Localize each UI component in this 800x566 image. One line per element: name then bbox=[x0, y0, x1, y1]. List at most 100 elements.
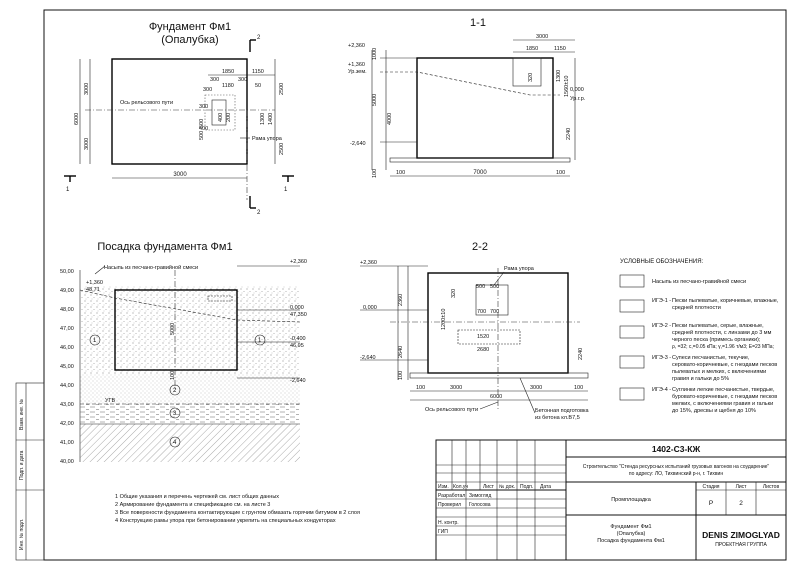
dim: 500 bbox=[476, 284, 485, 290]
legend-code: ИГЭ-3 - bbox=[652, 355, 671, 361]
legend-text: буровато-коричневые, с гнездами песков bbox=[672, 394, 777, 400]
dim: 2500 bbox=[279, 83, 285, 95]
stamp-code: 1402-С3-КЖ bbox=[652, 444, 701, 454]
dim: 100 bbox=[396, 170, 405, 176]
note: 1 Общие указания и перечень чертежей см.… bbox=[115, 493, 279, 500]
level: 48,71 bbox=[86, 287, 100, 293]
stamp-role: Разработал bbox=[438, 493, 465, 499]
dim: 100 bbox=[372, 169, 378, 178]
sidebar-label: Взам. инв. № bbox=[19, 399, 25, 430]
dim: 100 bbox=[556, 170, 565, 176]
stamp-role: Н. контр. bbox=[438, 520, 459, 526]
posadka-view: Посадка фундамента Фм1 50,00 49,00 48,00… bbox=[60, 241, 307, 465]
legend-text: Насыпь из песчано-гравийной смеси bbox=[652, 278, 746, 285]
level: -2,640 bbox=[360, 355, 376, 361]
dim: 1850 bbox=[526, 46, 538, 52]
stamp-stage: Р bbox=[709, 500, 713, 507]
legend-code: ИГЭ-4 - bbox=[652, 387, 671, 393]
legend-text: Пески пылеватые, коричневые, влажные, bbox=[672, 298, 779, 304]
dim: 300 bbox=[238, 77, 247, 83]
dim: 320 bbox=[528, 73, 534, 82]
title-block: Изм. Кол.уч Лист № док. Подп. Дата Разра… bbox=[435, 439, 787, 561]
legend-text: средней плотности bbox=[672, 304, 721, 311]
posadka-title: Посадка фундамента Фм1 bbox=[97, 241, 232, 253]
dim: 2240 bbox=[566, 128, 572, 140]
legend-text: гравия и гальки до 5% bbox=[672, 376, 729, 382]
scale-tick: 48,00 bbox=[60, 307, 74, 313]
legend-text: до 15%, дресвы и щебня до 10% bbox=[672, 408, 756, 414]
rama-label: Рама упора bbox=[252, 136, 283, 142]
dim: 400 bbox=[218, 113, 224, 122]
sheet-frame bbox=[43, 9, 787, 561]
level: -2,640 bbox=[350, 141, 366, 147]
sidebar-label: Инв. № подл. bbox=[19, 519, 25, 550]
prep-label: Бетонная подготовка bbox=[535, 408, 590, 414]
stamp-drawing-title: (Опалубка) bbox=[617, 531, 646, 537]
foundation-posadka bbox=[114, 289, 238, 371]
dim: 100 bbox=[416, 385, 425, 391]
stamp-header: Лист bbox=[483, 484, 495, 490]
section-mark: 2 bbox=[257, 210, 261, 216]
dim: 3000 bbox=[84, 138, 90, 150]
rama-label: Рама упора bbox=[504, 266, 535, 272]
dim: 5000 bbox=[372, 94, 378, 106]
legend-swatch bbox=[619, 355, 645, 369]
level: Ур.зем. bbox=[348, 69, 367, 75]
dim: 3000 bbox=[173, 172, 187, 178]
dim: 100 bbox=[574, 385, 583, 391]
dim: 1300 bbox=[260, 113, 266, 125]
legend-swatch bbox=[619, 299, 645, 313]
dim: 2360 bbox=[398, 294, 404, 306]
dim: 1180 bbox=[222, 83, 234, 89]
dim: 300 bbox=[199, 104, 208, 110]
legend-text: Пески пылеватые, серые, влажные, bbox=[672, 323, 764, 329]
stamp-name: Зимогляд bbox=[469, 493, 491, 499]
dim: 2680 bbox=[477, 347, 489, 353]
layer-number: 2 bbox=[173, 388, 177, 394]
dim: 100 bbox=[398, 371, 404, 380]
dim: 1000 bbox=[372, 48, 378, 60]
dim: 1520 bbox=[477, 334, 489, 340]
legend-text: мелких, с включениями гравия и гальки bbox=[672, 401, 773, 407]
stamp-name: Голосова bbox=[469, 502, 491, 508]
sec22-title: 2-2 bbox=[472, 241, 488, 253]
dim: 3000 bbox=[84, 83, 90, 95]
scale-ticks: 50,00 49,00 48,00 47,00 46,00 45,00 44,0… bbox=[60, 269, 74, 465]
dim: 700 bbox=[477, 309, 486, 315]
stamp-sheet-header: Лист bbox=[736, 484, 748, 490]
scale-tick: 46,00 bbox=[60, 345, 74, 351]
legend-text: Супеси песчанистые, текучие, bbox=[672, 355, 750, 361]
stamp-sheets-header: Листов bbox=[763, 484, 780, 490]
dim: 6000 bbox=[490, 394, 502, 400]
plan-view: Фундамент Фм1 (Опалубка) 2 2 1 1 Ось рел… bbox=[64, 21, 294, 216]
stamp-drawing-title: Посадка фундамента Фм1 bbox=[597, 538, 665, 544]
note: 3 Все поверхности фундамента контактирую… bbox=[115, 510, 360, 516]
stamp-project: Строительство "Стенда ресурсных испытани… bbox=[583, 463, 770, 470]
legend-title: УСЛОВНЫЕ ОБОЗНАЧЕНИЯ: bbox=[620, 259, 704, 265]
scale-tick: 47,00 bbox=[60, 326, 74, 332]
sidebar-label: Подп. и дата bbox=[19, 450, 25, 480]
level: 0,000 bbox=[290, 305, 304, 311]
stamp-role: Проверил bbox=[438, 502, 461, 508]
stamp-object: Промплощадка bbox=[611, 497, 651, 503]
legend-code: ИГЭ-1 - bbox=[652, 298, 671, 304]
ugv-label: УГВ bbox=[105, 398, 115, 404]
level: 0,000 bbox=[570, 87, 584, 93]
sec11-title: 1-1 bbox=[470, 17, 486, 29]
dim: 1300 bbox=[556, 70, 562, 82]
dim: 500 bbox=[490, 284, 499, 290]
legend-text: Суглинки легкие песчанистые, твердые, bbox=[672, 387, 775, 393]
legend-text: серовато-коричневые, с гнездами песков bbox=[672, 362, 777, 368]
axis-label: Ось рельсового пути bbox=[425, 407, 478, 413]
dim: 1150 bbox=[252, 69, 264, 75]
scale-tick: 44,00 bbox=[60, 383, 74, 389]
dim: 7000 bbox=[473, 170, 487, 176]
stamp-header: Изм. bbox=[438, 484, 449, 490]
legend: УСЛОВНЫЕ ОБОЗНАЧЕНИЯ: Насыпь из песчано-… bbox=[619, 259, 779, 414]
dim: 50 bbox=[255, 83, 261, 89]
plan-subtitle: (Опалубка) bbox=[161, 34, 218, 46]
dim: 6000 bbox=[74, 113, 80, 125]
dim: 300 bbox=[210, 77, 219, 83]
legend-text: пылеватых и мелких, с включениями bbox=[672, 369, 766, 375]
level: -2,640 bbox=[290, 378, 306, 384]
